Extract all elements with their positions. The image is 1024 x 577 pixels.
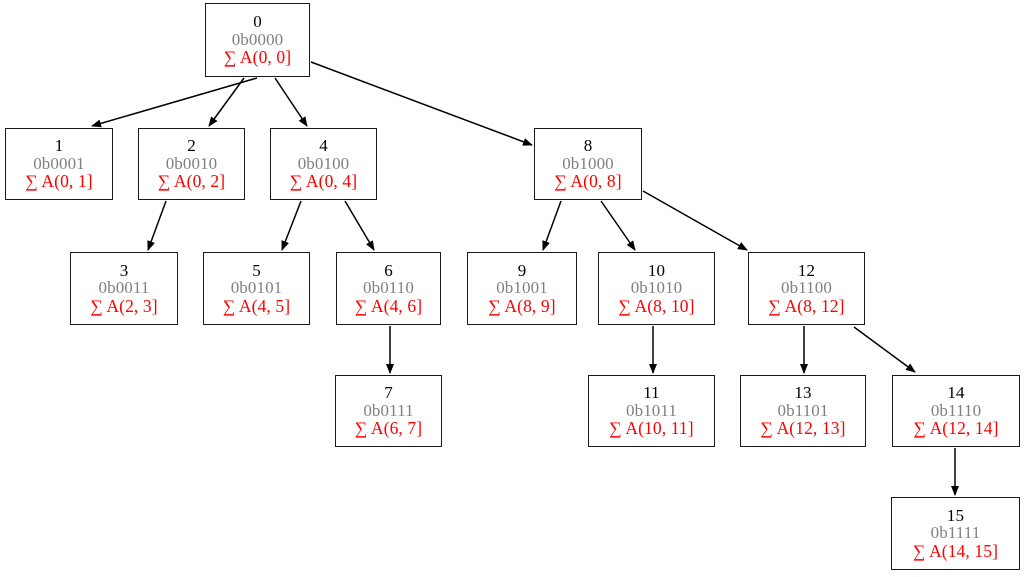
node-index-label: 13	[794, 383, 812, 403]
node-binary-label: 0b1001	[496, 278, 548, 298]
edge-4-to-5	[281, 200, 302, 251]
node-index-label: 7	[384, 383, 393, 403]
edge-0-to-2	[208, 77, 245, 127]
node-index-label: 11	[643, 383, 660, 403]
node-binary-label: 0b0000	[231, 29, 284, 49]
node-binary-label: 0b0101	[230, 278, 283, 298]
node-binary-label: 0b0010	[165, 153, 218, 173]
edge-8-to-9	[542, 200, 562, 251]
node-index-label: 8	[583, 136, 593, 156]
node-range-label: ∑ A(0, 0]	[223, 47, 292, 68]
node-range-label: ∑ A(8, 10]	[618, 295, 695, 316]
edge-0-to-1	[91, 77, 258, 128]
node-range-label: ∑ A(0, 4]	[289, 171, 358, 192]
node-range-label: ∑ A(8, 12]	[768, 295, 845, 316]
node-binary-label: 0b1110	[930, 400, 982, 420]
edge-12-to-14	[853, 326, 916, 373]
node-range-label: ∑ A(8, 9]	[488, 295, 556, 316]
node-index-label: 3	[119, 260, 129, 280]
node-index-label: 5	[252, 260, 261, 280]
edge-4-to-6	[344, 200, 375, 251]
edge-0-to-4	[274, 77, 308, 127]
node-range-label: ∑ A(0, 1]	[25, 171, 93, 192]
node-range-label: ∑ A(4, 5]	[222, 295, 291, 316]
node-binary-label: 0b1100	[781, 278, 832, 298]
node-binary-label: 0b1111	[930, 523, 981, 543]
node-index-label: 15	[946, 505, 965, 525]
edge-8-to-10	[600, 200, 636, 251]
node-binary-label: 0b1010	[630, 278, 683, 298]
node-index-label: 14	[947, 383, 965, 403]
node-binary-label: 0b0111	[363, 400, 414, 420]
node-binary-label: 0b0011	[98, 278, 150, 298]
node-index-label: 9	[517, 260, 527, 280]
edge-8-to-12	[642, 190, 748, 251]
node-range-label: ∑ A(4, 6]	[354, 295, 423, 316]
node-binary-label: 0b0100	[297, 153, 350, 173]
node-binary-label: 0b0110	[363, 278, 414, 298]
node-index-label: 2	[187, 136, 196, 156]
node-range-label: ∑ A(10, 11]	[609, 418, 694, 439]
node-range-label: ∑ A(14, 15]	[912, 540, 999, 561]
node-index-label: 4	[319, 136, 328, 156]
node-index-label: 6	[384, 260, 393, 280]
node-index-label: 1	[54, 136, 64, 156]
node-range-label: ∑ A(6, 7]	[354, 418, 423, 439]
node-binary-label: 0b0001	[33, 153, 85, 173]
node-range-label: ∑ A(0, 2]	[157, 171, 226, 192]
node-binary-label: 0b1011	[626, 400, 677, 420]
node-binary-label: 0b1101	[777, 400, 829, 420]
node-range-label: ∑ A(0, 8]	[554, 171, 622, 192]
node-binary-label: 0b1000	[562, 153, 614, 173]
node-range-label: ∑ A(12, 14]	[913, 418, 999, 439]
node-index-label: 0	[253, 12, 262, 32]
node-range-label: ∑ A(12, 13]	[760, 418, 846, 439]
node-index-label: 12	[797, 260, 816, 280]
node-index-label: 10	[647, 260, 666, 280]
node-range-label: ∑ A(2, 3]	[90, 295, 158, 316]
edge-2-to-3	[147, 200, 167, 251]
